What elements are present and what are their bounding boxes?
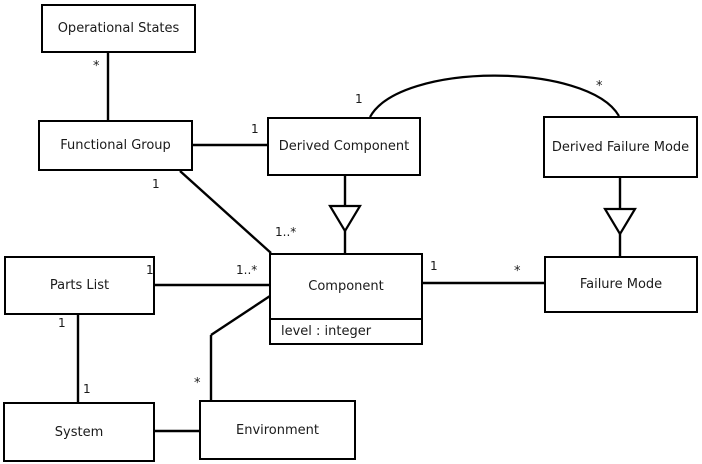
class-box-environment[interactable]: Environment <box>199 400 356 460</box>
class-box-functional-group[interactable]: Functional Group <box>38 120 193 171</box>
class-attribute-component-level: level : integer <box>271 318 421 343</box>
class-name-derived-component: Derived Component <box>278 139 410 154</box>
generalization-arrowhead-failure-mode <box>603 207 637 237</box>
multiplicity-component-failure-mode-target: * <box>514 264 521 279</box>
class-name-operational-states: Operational States <box>57 21 180 36</box>
class-box-parts-list[interactable]: Parts List <box>4 256 155 315</box>
multiplicity-parts-list-system-target: 1 <box>83 382 91 396</box>
class-name-system: System <box>54 424 104 440</box>
edge-component-environment-diagonal <box>210 294 271 337</box>
edge-derived-component-derived-failure-mode <box>369 74 620 118</box>
edge-functional-group-component <box>179 170 272 254</box>
multiplicity-derived-failure-mode-arc: * <box>596 79 603 94</box>
multiplicity-derived-component-arc: 1 <box>355 92 363 106</box>
class-box-component[interactable]: Component level : integer <box>269 253 423 345</box>
class-name-derived-failure-mode: Derived Failure Mode <box>551 139 690 155</box>
class-name-environment: Environment <box>235 422 319 438</box>
class-box-derived-failure-mode[interactable]: Derived Failure Mode <box>543 116 698 178</box>
multiplicity-component-failure-mode-source: 1 <box>430 259 438 273</box>
multiplicity-functional-group-derived-component: 1 <box>251 122 259 136</box>
class-name-parts-list: Parts List <box>49 278 110 293</box>
multiplicity-component-environment: * <box>194 376 201 391</box>
multiplicity-parts-list-component-target: 1..* <box>236 263 258 277</box>
class-box-operational-states[interactable]: Operational States <box>41 4 196 53</box>
class-box-failure-mode[interactable]: Failure Mode <box>544 256 698 313</box>
multiplicity-operational-states: * <box>93 59 100 74</box>
class-name-component: Component <box>308 279 384 294</box>
generalization-arrowhead-component <box>328 204 362 234</box>
multiplicity-parts-list-component-source: 1 <box>146 263 154 277</box>
multiplicity-functional-group-component-target: 1..* <box>275 225 297 239</box>
class-name-functional-group: Functional Group <box>60 138 171 153</box>
class-box-system[interactable]: System <box>3 402 155 462</box>
multiplicity-functional-group-component-source: 1 <box>152 177 160 191</box>
multiplicity-parts-list-system-source: 1 <box>58 316 66 330</box>
class-name-failure-mode: Failure Mode <box>579 277 663 292</box>
class-box-derived-component[interactable]: Derived Component <box>267 117 421 176</box>
